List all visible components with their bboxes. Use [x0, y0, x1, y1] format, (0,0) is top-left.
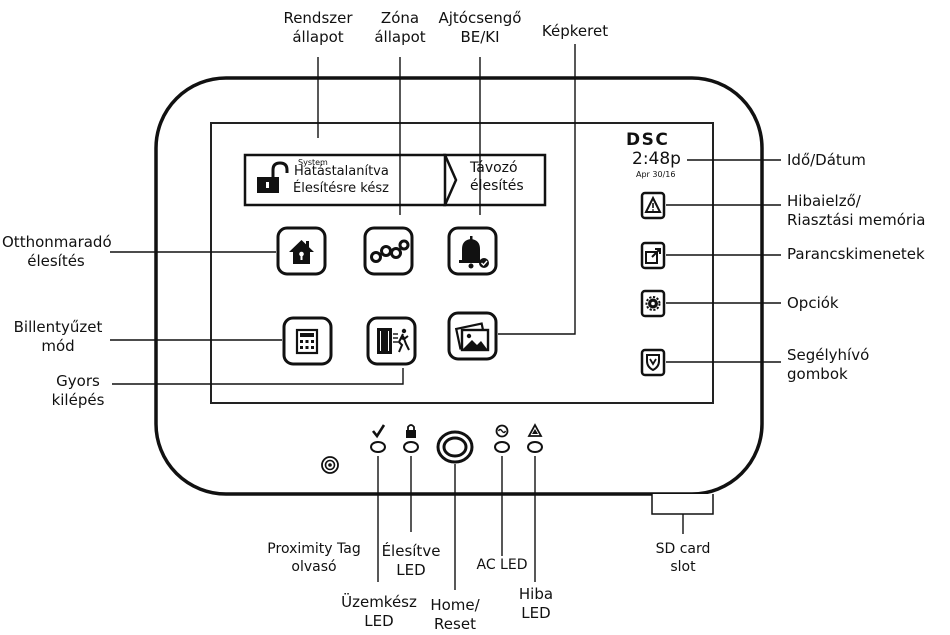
emergency-button[interactable]	[640, 348, 666, 377]
picture-frame-button[interactable]	[447, 311, 498, 361]
label-ac-led: AC LED	[476, 557, 528, 573]
picture-frame-icon	[454, 322, 490, 352]
ac-led	[494, 424, 510, 453]
unlocked-padlock-icon	[257, 161, 289, 193]
dsc-logo: DSC	[626, 130, 670, 150]
leader-lines	[110, 44, 781, 590]
keypad-mode-button[interactable]	[282, 316, 333, 366]
sd-card-slot	[651, 494, 714, 515]
away-arm-line2[interactable]: élesítés	[470, 178, 524, 194]
gear-icon	[645, 296, 661, 311]
zone-status-button[interactable]	[363, 226, 414, 276]
status-bar[interactable]	[243, 153, 547, 207]
output-arrow-icon	[645, 248, 661, 264]
home-reset-button[interactable]	[436, 430, 474, 464]
warning-led-icon	[527, 423, 543, 437]
label-time-date: Idő/Dátum	[787, 151, 866, 169]
shield-icon	[646, 354, 660, 372]
door-chime-button[interactable]	[447, 226, 498, 276]
label-trouble-memory: Hibaielző/Riasztási memória	[787, 192, 926, 229]
armed-led	[403, 424, 419, 453]
lock-icon	[406, 424, 416, 438]
status-system-tag: System	[298, 158, 328, 167]
zone-status-icon	[370, 239, 410, 263]
checkmark-icon	[371, 424, 386, 439]
status-line-ready: Élesítésre kész	[293, 181, 389, 196]
calculator-icon	[295, 328, 319, 355]
status-line-disarmed: Hatástalanítva	[294, 164, 389, 179]
bell-icon	[459, 236, 489, 269]
away-arm-line1[interactable]: Távozó	[470, 160, 518, 176]
label-home-reset: Home/Reset	[430, 596, 480, 633]
trouble-memory-button[interactable]	[640, 191, 666, 220]
label-picture-frame: Képkeret	[541, 22, 609, 40]
proximity-tag-reader	[321, 456, 339, 474]
ready-led	[370, 424, 386, 453]
time-display: 2:48p	[632, 149, 681, 169]
warning-triangle-icon	[644, 195, 662, 213]
quick-exit-button[interactable]	[366, 316, 417, 366]
options-button[interactable]	[640, 289, 666, 318]
home-icon	[289, 240, 314, 264]
stay-arm-button[interactable]	[276, 226, 327, 276]
ac-power-icon	[495, 424, 509, 438]
trouble-led	[527, 423, 543, 453]
label-command-output: Parancskimenetek	[787, 245, 925, 263]
command-output-button[interactable]	[640, 241, 666, 270]
date-display: Apr 30/16	[636, 170, 676, 179]
label-options: Opciók	[787, 294, 839, 312]
quick-exit-icon	[377, 328, 410, 354]
